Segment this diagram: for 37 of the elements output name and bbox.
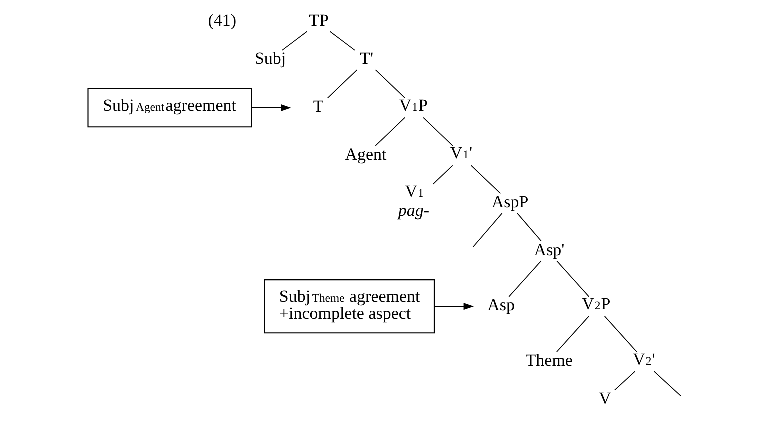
node-box: SubjTheme agreement +incomplete aspect [264,280,436,334]
connector [470,165,502,194]
node-text: Subj [254,49,286,68]
node-text: V2' [633,350,656,369]
node-text: V1P [399,96,428,115]
node-text: V2P [582,294,611,314]
connector [375,117,406,146]
node-text: Asp' [534,240,565,260]
arrow [252,104,292,112]
label: (41) [208,10,237,30]
connector [423,117,454,146]
connector [556,316,590,353]
node-text: AspP [492,192,529,212]
connector [327,70,358,99]
node-text: Agent [345,144,387,164]
node-box: SubjAgentagreement [88,88,252,128]
node-text: V1 [405,182,424,201]
node-text: TP [309,10,329,30]
connector [330,31,356,51]
connector [614,371,636,391]
node-text: V [599,389,612,408]
node-text: T [313,97,324,116]
node-text: Theme [526,350,573,370]
connector [556,260,590,298]
connector [432,165,454,185]
connector [282,31,308,51]
node-text: V1' [450,144,473,163]
node-text: Asp [488,296,515,315]
connector [517,213,542,242]
connector [472,213,503,248]
connector [508,260,542,298]
node-text: T' [360,49,374,68]
connector [375,70,406,99]
node-label: pag- [398,201,430,220]
arrow [434,303,474,310]
connector [654,371,682,397]
connector [604,316,638,353]
